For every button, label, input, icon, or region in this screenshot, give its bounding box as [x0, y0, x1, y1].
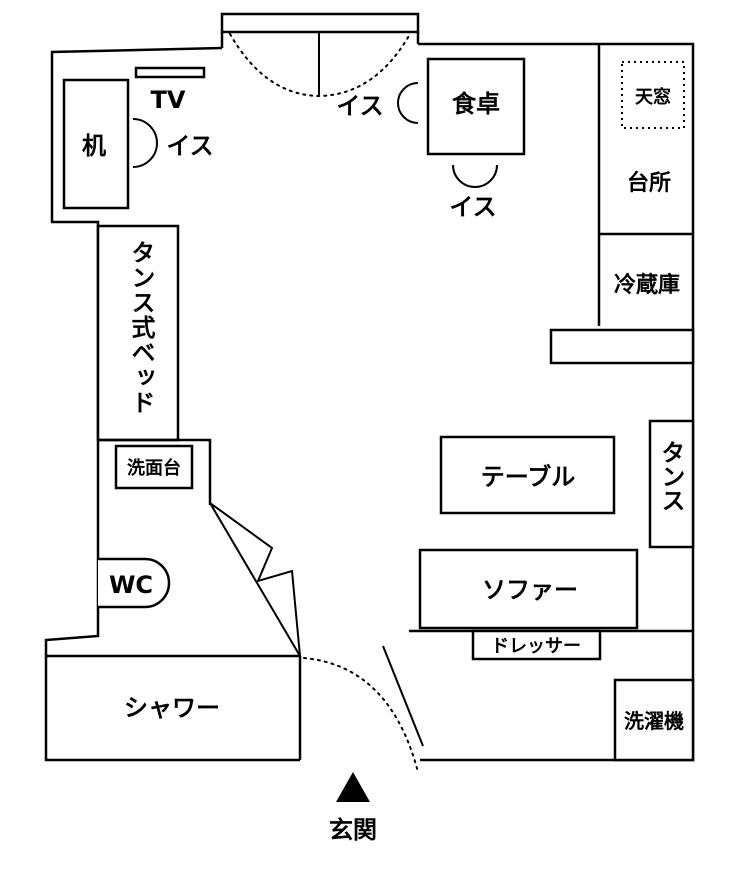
- washroom-wall: [98, 438, 212, 505]
- entrance-label: 玄関: [329, 816, 377, 844]
- tansu-bed-label: タンス式ベッド: [127, 240, 155, 415]
- wc-label: WC: [109, 571, 153, 599]
- shower-label: シャワー: [124, 694, 220, 722]
- wc: [98, 557, 171, 609]
- entrance-arrow-icon: [336, 772, 370, 802]
- dining-chair-left-arc: [397, 82, 419, 124]
- folding-door[interactable]: [209, 502, 301, 657]
- dresser-label: ドレッサー: [491, 636, 581, 657]
- skylight-label: 天窓: [635, 86, 671, 108]
- tansu-bed: [96, 224, 180, 442]
- washing-machine-label: 洗濯機: [624, 709, 684, 733]
- desk-chair-label: イス: [166, 132, 213, 160]
- sofa: [418, 548, 639, 630]
- kitchen-label: 台所: [627, 170, 671, 196]
- washbasin: [114, 444, 194, 490]
- skylight: [621, 61, 685, 129]
- dining-table-label: 食卓: [452, 90, 500, 118]
- dining-table: [426, 57, 526, 156]
- dining-chair-left-label: イス: [336, 92, 383, 120]
- washbasin-label: 洗面台: [127, 457, 181, 479]
- dining-chair-bottom-label: イス: [449, 193, 496, 221]
- table-label: テーブル: [481, 463, 576, 491]
- counter: [549, 328, 695, 365]
- tansu: [648, 419, 695, 549]
- table: [439, 435, 616, 515]
- dining-chair-bottom-arc: [452, 164, 498, 188]
- desk-chair-arc: [132, 118, 158, 168]
- fridge-label: 冷蔵庫: [614, 272, 680, 298]
- tv-rect: [134, 66, 206, 79]
- sofa-label: ソファー: [482, 576, 578, 604]
- door-swing-top: [229, 33, 411, 98]
- washing-machine: [613, 678, 695, 762]
- dresser: [471, 629, 602, 661]
- entrance-door[interactable]: [303, 645, 424, 773]
- desk-label: 机: [82, 132, 106, 160]
- tansu-label: タンス: [657, 440, 685, 512]
- desk: [62, 78, 130, 210]
- tv-label: TV: [151, 86, 186, 114]
